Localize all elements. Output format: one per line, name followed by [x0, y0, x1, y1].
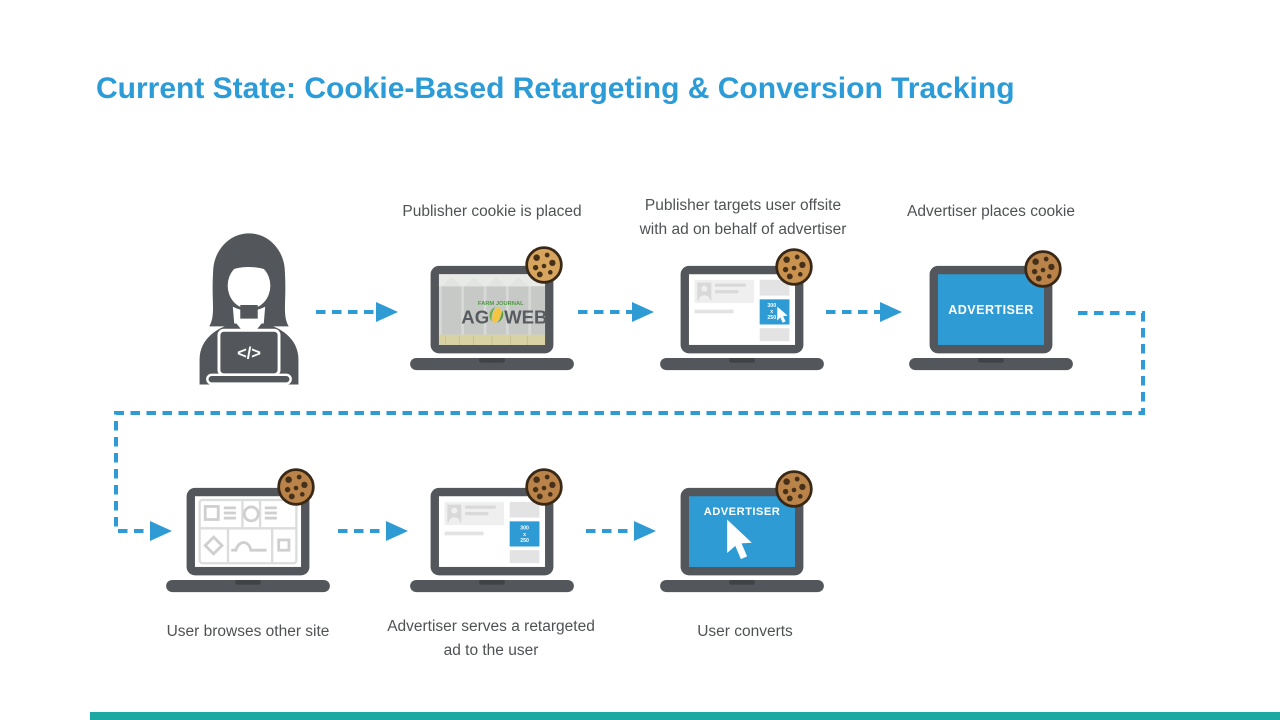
step-label-advertiser-cookie: Advertiser places cookie	[891, 200, 1091, 224]
wireframe-ad-screen: 300 x 250	[688, 274, 796, 345]
step-label-line: Advertiser serves a retargeted	[387, 618, 595, 635]
step-label-user-converts: User converts	[665, 620, 825, 644]
laptop-conversion: ADVERTISER	[658, 486, 826, 598]
cookie-icon	[1022, 248, 1064, 295]
arrowhead-icon	[634, 521, 656, 541]
advertiser-screen: ADVERTISER	[937, 274, 1045, 345]
step-label-user-browses: User browses other site	[138, 620, 358, 644]
cursor-icon	[727, 519, 752, 560]
wireframe-dashboard-screen	[194, 496, 302, 567]
cookie-icon	[523, 244, 565, 291]
step-label-retargeted-ad: Advertiser serves a retargeted ad to the…	[371, 615, 611, 663]
laptop-advertiser: ADVERTISER	[907, 264, 1075, 376]
step-label-line: User browses other site	[166, 623, 330, 640]
agweb-brand-left: AG	[461, 307, 489, 328]
cookie-icon	[773, 246, 815, 293]
cookie-icon	[523, 466, 565, 513]
laptop-other-site	[164, 486, 332, 598]
accent-bar	[90, 712, 1280, 720]
ad-size-width: 300	[767, 303, 776, 309]
step-label-line: Publisher targets user offsite	[644, 197, 842, 214]
step-label-line: User converts	[697, 623, 793, 640]
ad-size-height: 250	[767, 315, 776, 321]
arrowhead-icon	[376, 302, 398, 322]
advertiser-label: ADVERTISER	[704, 506, 781, 518]
arrowhead-icon	[880, 302, 902, 322]
user-developer-icon: </>	[186, 228, 312, 391]
arrowhead-icon	[632, 302, 654, 322]
ad-size-height: 250	[520, 538, 529, 544]
step-label-offsite-targeting: Publisher targets user offsite with ad o…	[628, 194, 858, 242]
advertiser-label: ADVERTISER	[948, 303, 1034, 317]
page-title: Current State: Cookie-Based Retargeting …	[96, 72, 1015, 105]
step-label-line: with ad on behalf of advertiser	[639, 221, 847, 238]
cursor-icon	[777, 306, 788, 323]
cookie-icon	[275, 466, 317, 513]
wireframe-ad-screen: 300 x 250	[438, 496, 546, 567]
agweb-masthead: FARM JOURNAL	[478, 301, 524, 307]
laptop-offsite-ad: 300 x 250	[658, 264, 826, 376]
laptop-retargeted-ad: 300 x 250	[408, 486, 576, 598]
step-label-publisher-cookie: Publisher cookie is placed	[392, 200, 592, 224]
arrowhead-icon	[386, 521, 408, 541]
corn-icon	[489, 306, 504, 324]
advertiser-conversion-screen: ADVERTISER	[688, 496, 796, 567]
cookie-icon	[773, 468, 815, 515]
agweb-brand-right: WEB	[504, 307, 547, 328]
ad-size-sep: x	[770, 309, 773, 315]
step-label-line: Publisher cookie is placed	[402, 203, 582, 220]
ad-size-sep: x	[523, 532, 526, 538]
step-label-line: Advertiser places cookie	[907, 203, 1075, 220]
laptop-publisher-site: FARM JOURNAL AG WEB	[408, 264, 576, 376]
ad-size-width: 300	[520, 526, 529, 532]
code-glyph: </>	[237, 344, 261, 362]
agweb-screen: FARM JOURNAL AG WEB	[438, 274, 547, 345]
step-label-line: ad to the user	[443, 642, 539, 659]
